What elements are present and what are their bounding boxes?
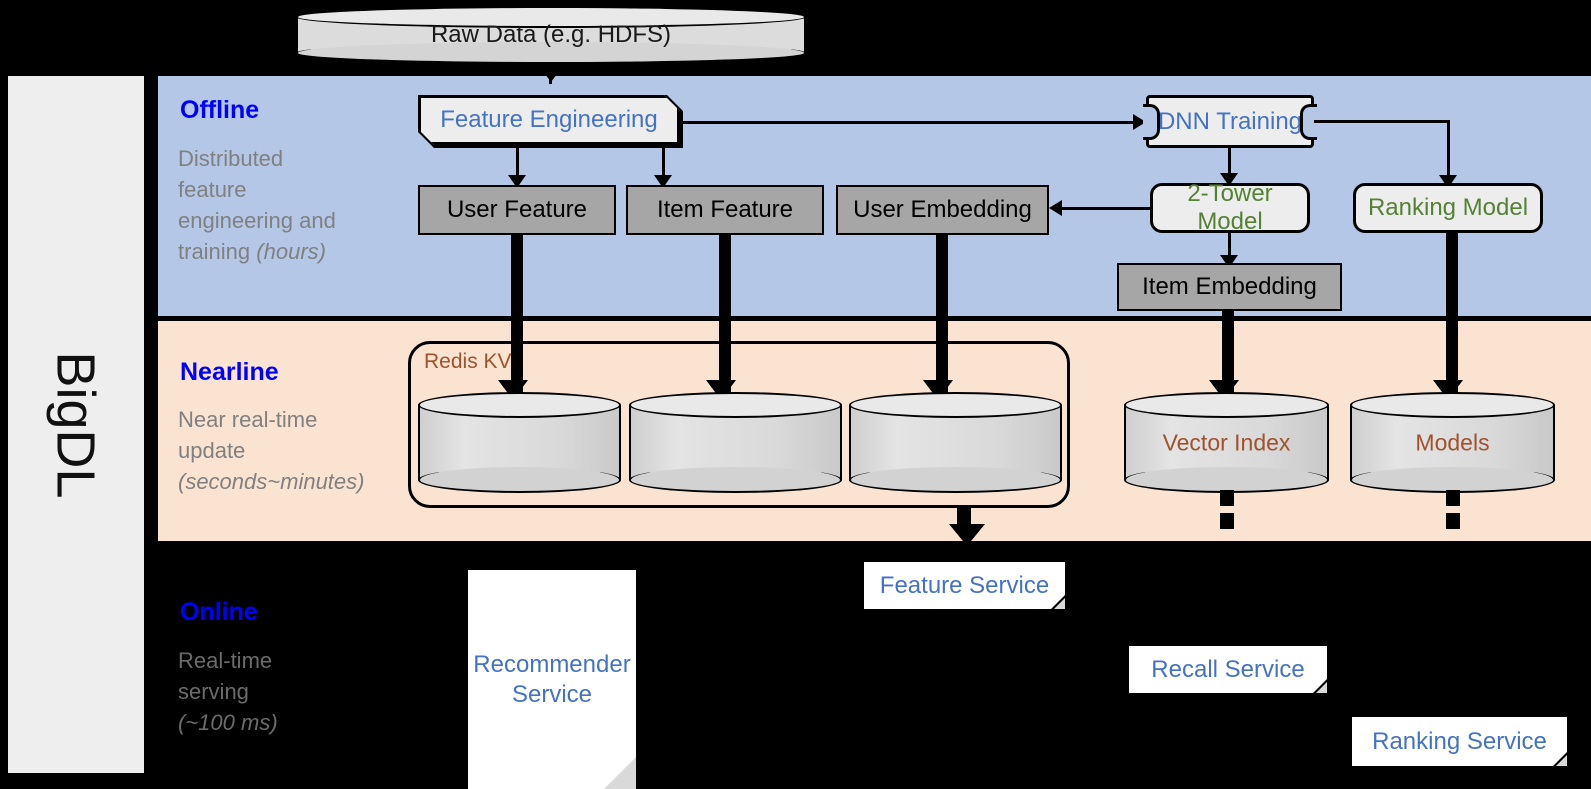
connector-models-dash-2 — [1446, 513, 1460, 529]
offline-subtitle-line4: training — [178, 239, 257, 264]
nearline-subtitle-line2: update — [178, 438, 246, 463]
nearline-subtitle-line1: Near real-time — [178, 407, 318, 432]
offline-subtitle-line4-wrap: training (hours) — [178, 236, 388, 267]
item-feature-node[interactable]: Item Feature — [626, 185, 824, 235]
models-cylinder[interactable]: Models — [1350, 392, 1555, 493]
dnn-training-right-notch — [1300, 103, 1317, 140]
cylinder-top — [418, 392, 621, 418]
connector-vectorindex-dash-2 — [1220, 513, 1234, 529]
feature-engineering-label-box: Feature Engineering — [418, 95, 680, 145]
feature-engineering-label: Feature Engineering — [440, 106, 658, 134]
vector-index-cylinder[interactable]: Vector Index — [1124, 392, 1329, 493]
ranking-service-fold-corner — [1556, 755, 1567, 766]
cylinder-top — [1350, 392, 1555, 418]
user-feature-label: User Feature — [446, 196, 588, 224]
connector-fe-userfeature-arrow — [508, 175, 526, 188]
dnn-training-label: DNN Training — [1157, 107, 1303, 135]
connector-dnn-ranking-h — [1314, 120, 1450, 123]
offline-subtitle-line2: feature — [178, 177, 247, 202]
bigdl-label: BigDL — [46, 350, 107, 499]
recall-service-label: Recall Service — [1151, 655, 1305, 683]
connector-rawdata-fe-arrow — [536, 62, 566, 82]
connector-fe-userfeature-line — [516, 148, 519, 177]
connector-fe-dnn-arrow — [1133, 114, 1146, 130]
pipe-item-feature — [719, 235, 731, 395]
connector-fe-dnn-line — [683, 121, 1135, 124]
connector-twotower-userembedding-line — [1062, 207, 1152, 210]
cylinder-top — [1124, 392, 1329, 418]
connector-dnn-twotower-line — [1228, 148, 1231, 175]
connector-fe-itemfeature-arrow — [654, 175, 672, 188]
online-title: Online — [180, 598, 258, 626]
connector-redis-featureservice-arrow — [949, 524, 985, 546]
redis-kv-label: Redis KV — [424, 350, 512, 373]
ranking-service-label: Ranking Service — [1372, 727, 1547, 755]
online-subtitle-line1: Real-time — [178, 648, 273, 673]
item-embedding-node[interactable]: Item Embedding — [1117, 263, 1342, 311]
online-subtitle-line2: serving — [178, 679, 249, 704]
cylinder-bottom — [629, 467, 842, 493]
nearline-title: Nearline — [180, 358, 279, 386]
online-subtitle-duration: (~100 ms) — [178, 710, 278, 735]
feature-service-label: Feature Service — [879, 571, 1050, 599]
recommender-service-label-line2: Service — [511, 680, 593, 708]
feature-engineering-node[interactable]: Feature Engineering — [418, 95, 683, 148]
bigdl-rail-label-wrapper: BigDL — [8, 76, 144, 773]
user-feature-node[interactable]: User Feature — [418, 185, 616, 235]
cylinder-top — [296, 6, 806, 28]
offline-subtitle-line1: Distributed — [178, 146, 284, 171]
vector-index-label: Vector Index — [1162, 429, 1291, 455]
recommender-service-label-line1: Recommender — [473, 650, 631, 678]
ranking-model-label: Ranking Model — [1367, 194, 1529, 222]
nearline-subtitle: Near real-time update (seconds~minutes) — [178, 404, 413, 497]
item-feature-store-cylinder[interactable] — [629, 392, 842, 493]
ranking-service-node[interactable]: Ranking Service — [1352, 717, 1567, 766]
recall-service-node[interactable]: Recall Service — [1129, 646, 1327, 693]
connector-dnn-ranking-v — [1447, 120, 1450, 177]
dnn-training-node[interactable]: DNN Training — [1143, 95, 1317, 148]
redis-kv-container[interactable] — [408, 341, 1070, 508]
cylinder-bottom — [418, 467, 621, 493]
cylinder-top — [849, 392, 1062, 418]
user-embedding-label: User Embedding — [853, 196, 1032, 224]
online-subtitle: Real-time serving (~100 ms) — [178, 645, 398, 738]
offline-title: Offline — [180, 96, 260, 124]
offline-subtitle: Distributed feature engineering and trai… — [178, 143, 388, 267]
connector-models-dash-1 — [1446, 490, 1460, 506]
dnn-training-left-notch — [1143, 103, 1160, 140]
models-label: Models — [1415, 429, 1490, 455]
item-feature-label: Item Feature — [656, 196, 794, 224]
pipe-ranking-model — [1446, 233, 1458, 396]
two-tower-model-node[interactable]: 2-Tower Model — [1150, 180, 1310, 235]
pipe-user-embedding — [936, 235, 948, 395]
pipe-item-embedding — [1222, 311, 1234, 396]
offline-subtitle-line3: engineering and — [178, 208, 336, 233]
bigdl-rail: BigDL — [8, 76, 144, 773]
cylinder-bottom — [849, 467, 1062, 493]
connector-twotower-userembedding-arrow — [1049, 200, 1062, 216]
ranking-model-node[interactable]: Ranking Model — [1353, 183, 1543, 233]
nearline-subtitle-duration: (seconds~minutes) — [178, 469, 365, 494]
pipe-user-feature — [511, 235, 523, 395]
two-tower-model-label: 2-Tower Model — [1187, 180, 1273, 235]
recommender-service-node[interactable]: Recommender Service — [468, 570, 636, 789]
offline-subtitle-duration: (hours) — [256, 239, 326, 264]
connector-twotower-itememb-line — [1228, 233, 1231, 258]
user-embedding-node[interactable]: User Embedding — [836, 185, 1049, 235]
dnn-training-label-box: DNN Training — [1146, 95, 1314, 148]
connector-redis-featureservice-dash — [957, 508, 971, 524]
cylinder-top — [629, 392, 842, 418]
feature-service-node[interactable]: Feature Service — [864, 562, 1065, 609]
raw-data-label: Raw Data (e.g. HDFS) — [430, 21, 672, 48]
raw-data-cylinder[interactable]: Raw Data (e.g. HDFS) — [296, 6, 806, 64]
user-embedding-store-cylinder[interactable] — [849, 392, 1062, 493]
item-embedding-label: Item Embedding — [1142, 273, 1317, 301]
user-feature-store-cylinder[interactable] — [418, 392, 621, 493]
recall-service-fold-corner — [1316, 682, 1327, 693]
connector-vectorindex-dash-1 — [1220, 490, 1234, 506]
connector-fe-itemfeature-line — [662, 148, 665, 177]
feature-service-fold-corner — [1054, 598, 1065, 609]
connector-dnn-twotower-arrow — [1220, 173, 1238, 186]
